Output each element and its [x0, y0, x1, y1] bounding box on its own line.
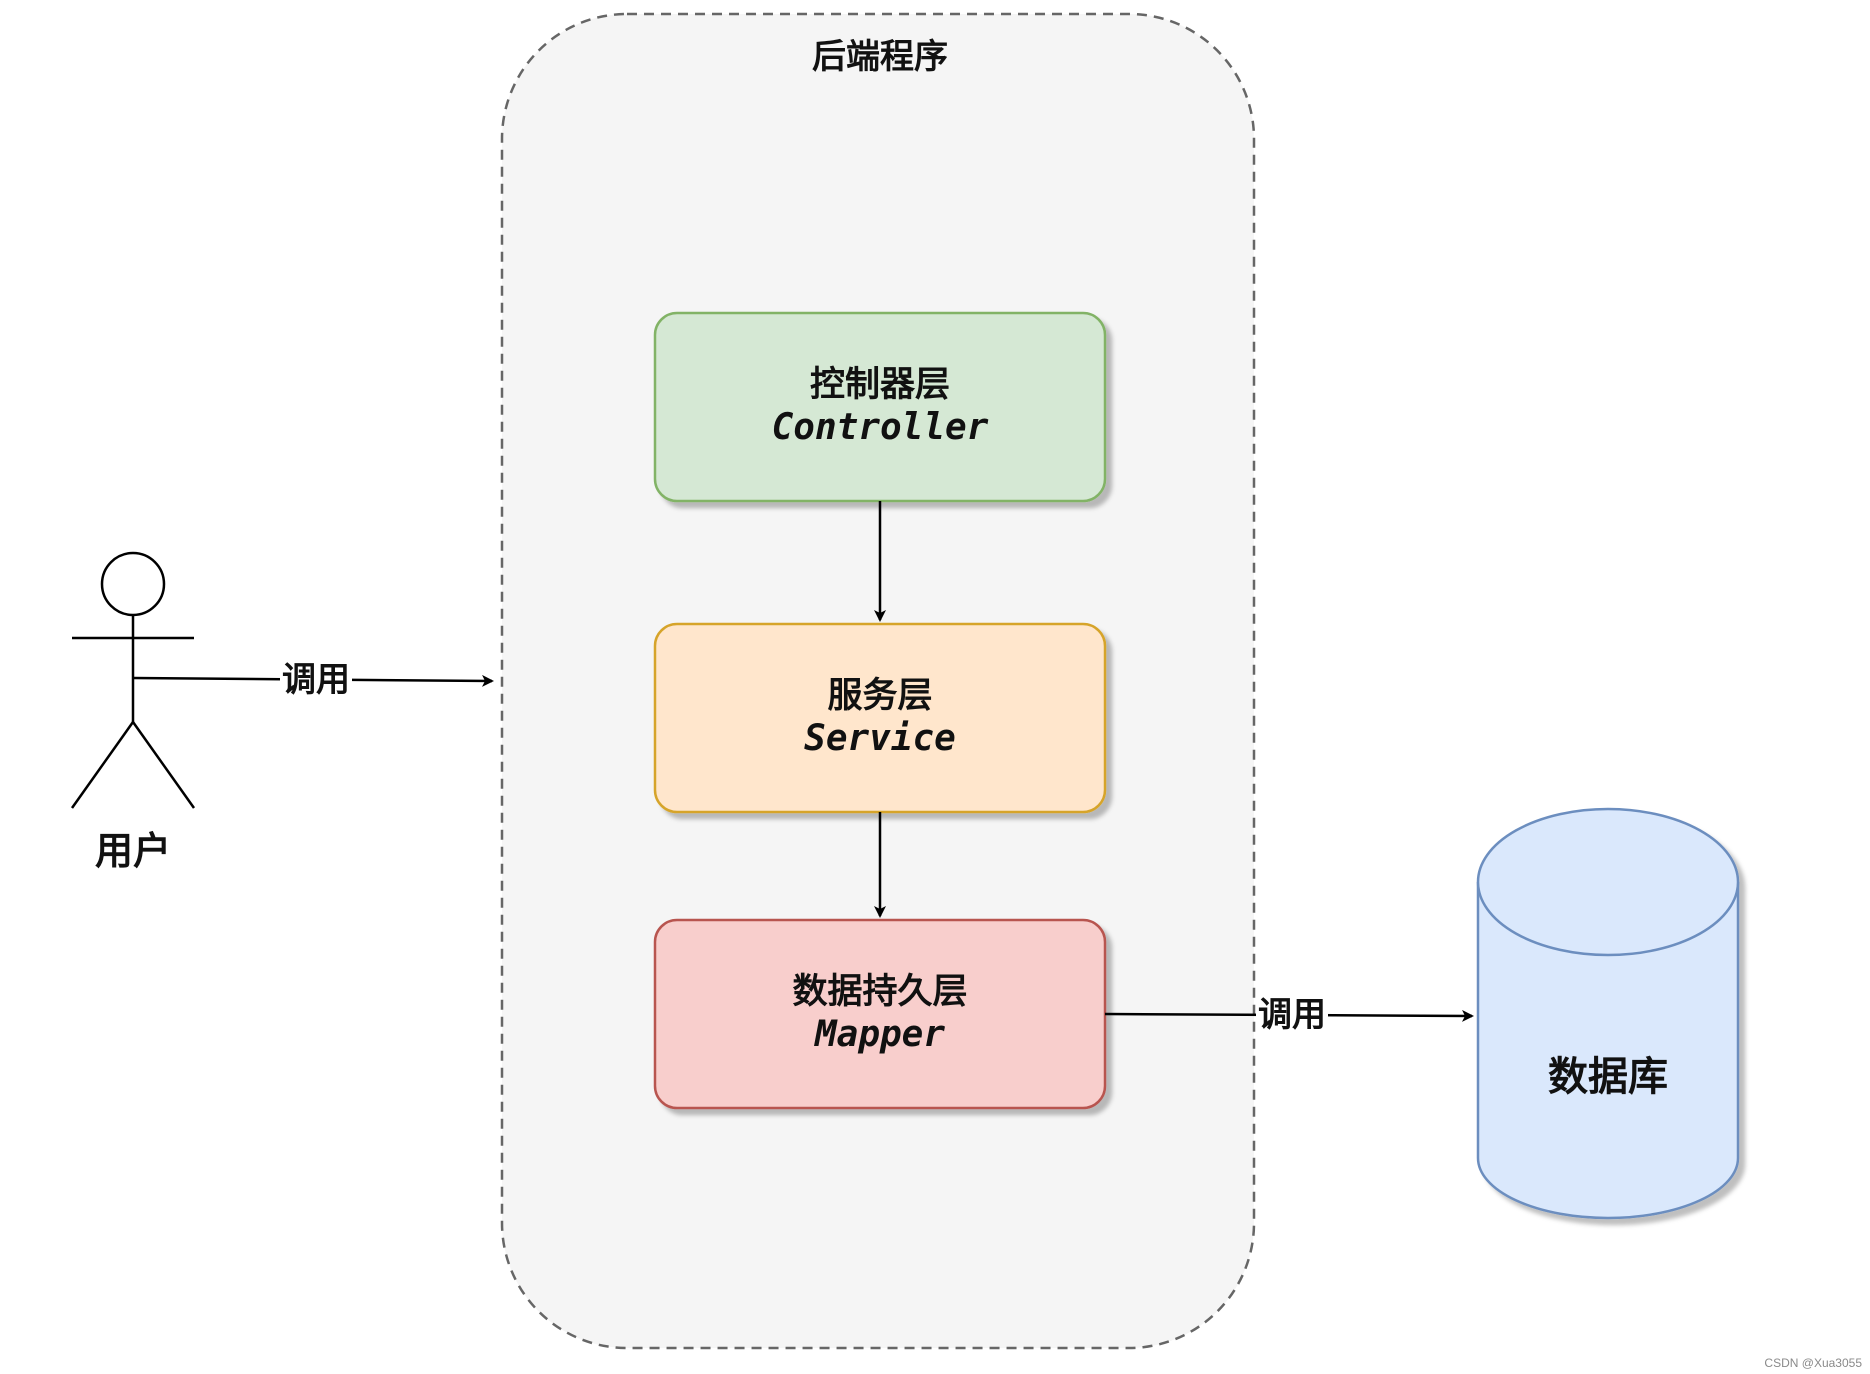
database-call-edge-label: 调用 — [1256, 995, 1328, 1035]
controller-layer-subtitle: Controller — [771, 407, 989, 448]
mapper-layer-subtitle: Mapper — [814, 1014, 946, 1055]
watermark: CSDN @Xua3055 — [1764, 1356, 1862, 1370]
user-stick-figure — [70, 551, 196, 809]
user-call-edge-label: 调用 — [280, 660, 352, 700]
mapper-layer-title: 数据持久层 — [792, 972, 968, 1012]
service-layer-label: 服务层 Service — [655, 624, 1105, 812]
database-cylinder — [1476, 807, 1740, 1220]
backend-container-title: 后端程序 — [812, 37, 948, 77]
user-label: 用户 — [94, 829, 171, 873]
service-layer-title: 服务层 — [827, 676, 933, 716]
service-layer-subtitle: Service — [804, 718, 956, 759]
controller-layer-title: 控制器层 — [809, 365, 950, 405]
controller-layer-label: 控制器层 Controller — [655, 313, 1105, 501]
mapper-layer-label: 数据持久层 Mapper — [655, 920, 1105, 1108]
database-label: 数据库 — [1548, 1054, 1668, 1100]
